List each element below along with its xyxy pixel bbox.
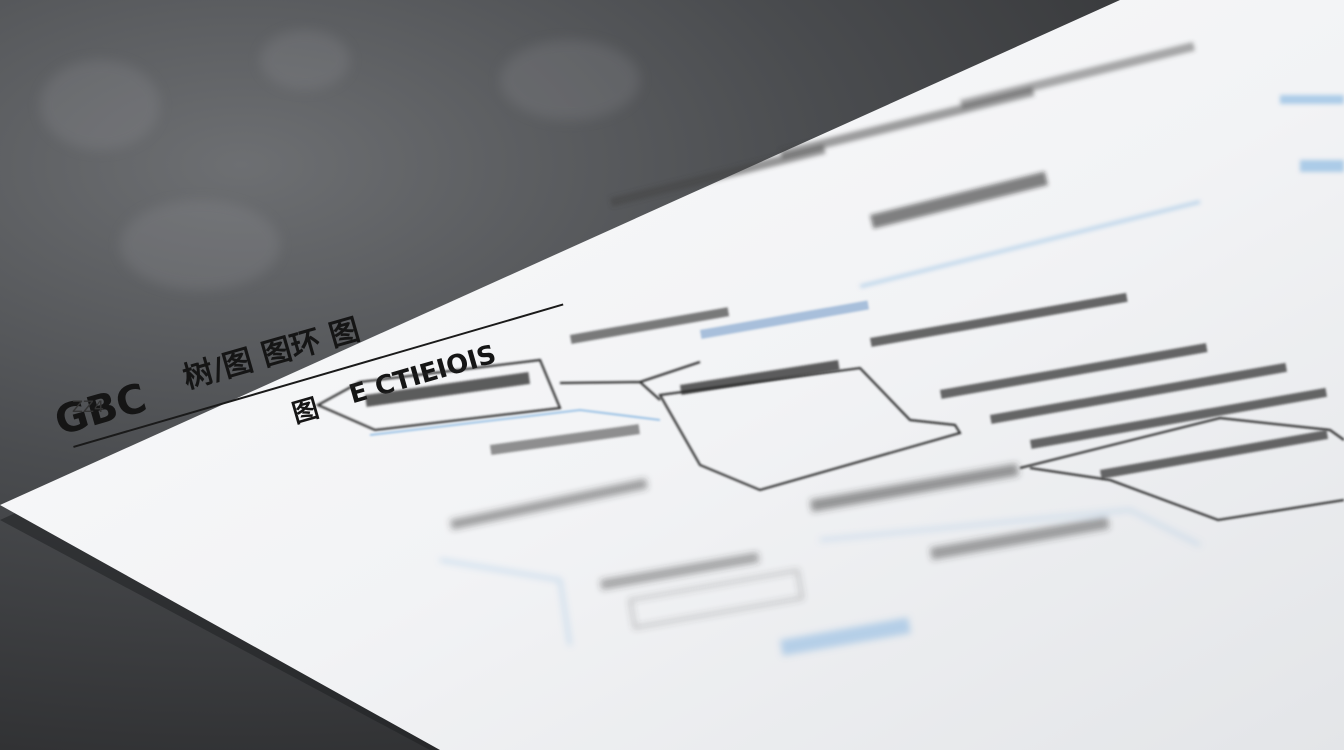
text-line xyxy=(990,362,1288,424)
background-blur-spot xyxy=(500,40,640,120)
flow-box xyxy=(658,366,962,492)
text-line xyxy=(489,424,640,455)
flow-connector xyxy=(1029,467,1344,522)
blurred-connector xyxy=(439,559,571,646)
accent-rule xyxy=(860,200,1201,288)
text-line xyxy=(450,478,648,530)
text-line xyxy=(960,41,1196,109)
text-line xyxy=(870,292,1128,347)
body-text-lines xyxy=(365,292,1329,479)
text-line xyxy=(870,171,1049,229)
flow-accent-line xyxy=(369,409,661,436)
far-text-lines xyxy=(610,41,1344,288)
background-blur-spot xyxy=(120,200,280,290)
text-line xyxy=(810,463,1019,512)
header-rule xyxy=(73,303,564,448)
flow-box xyxy=(315,358,562,432)
text-line-accent xyxy=(700,300,869,339)
text-line xyxy=(1030,387,1328,449)
text-line-accent xyxy=(1300,160,1344,172)
text-line xyxy=(930,516,1110,560)
side-label: ZZ4 xyxy=(72,397,104,416)
blurred-box xyxy=(628,569,804,629)
flow-connector xyxy=(1019,416,1344,469)
text-line xyxy=(570,307,730,344)
flowchart xyxy=(315,358,1344,522)
text-line-accent xyxy=(780,617,911,656)
text-line xyxy=(1100,430,1329,479)
background-blur-spot xyxy=(40,60,160,150)
text-line xyxy=(610,144,826,207)
text-line xyxy=(365,372,531,407)
near-text-lines xyxy=(439,463,1201,656)
blurred-connector xyxy=(819,508,1201,546)
text-line xyxy=(600,552,760,590)
flow-connector xyxy=(639,361,701,383)
background-blur-spot xyxy=(260,30,350,90)
text-line-accent xyxy=(1280,95,1344,104)
text-line xyxy=(940,343,1208,399)
text-line xyxy=(680,359,840,395)
